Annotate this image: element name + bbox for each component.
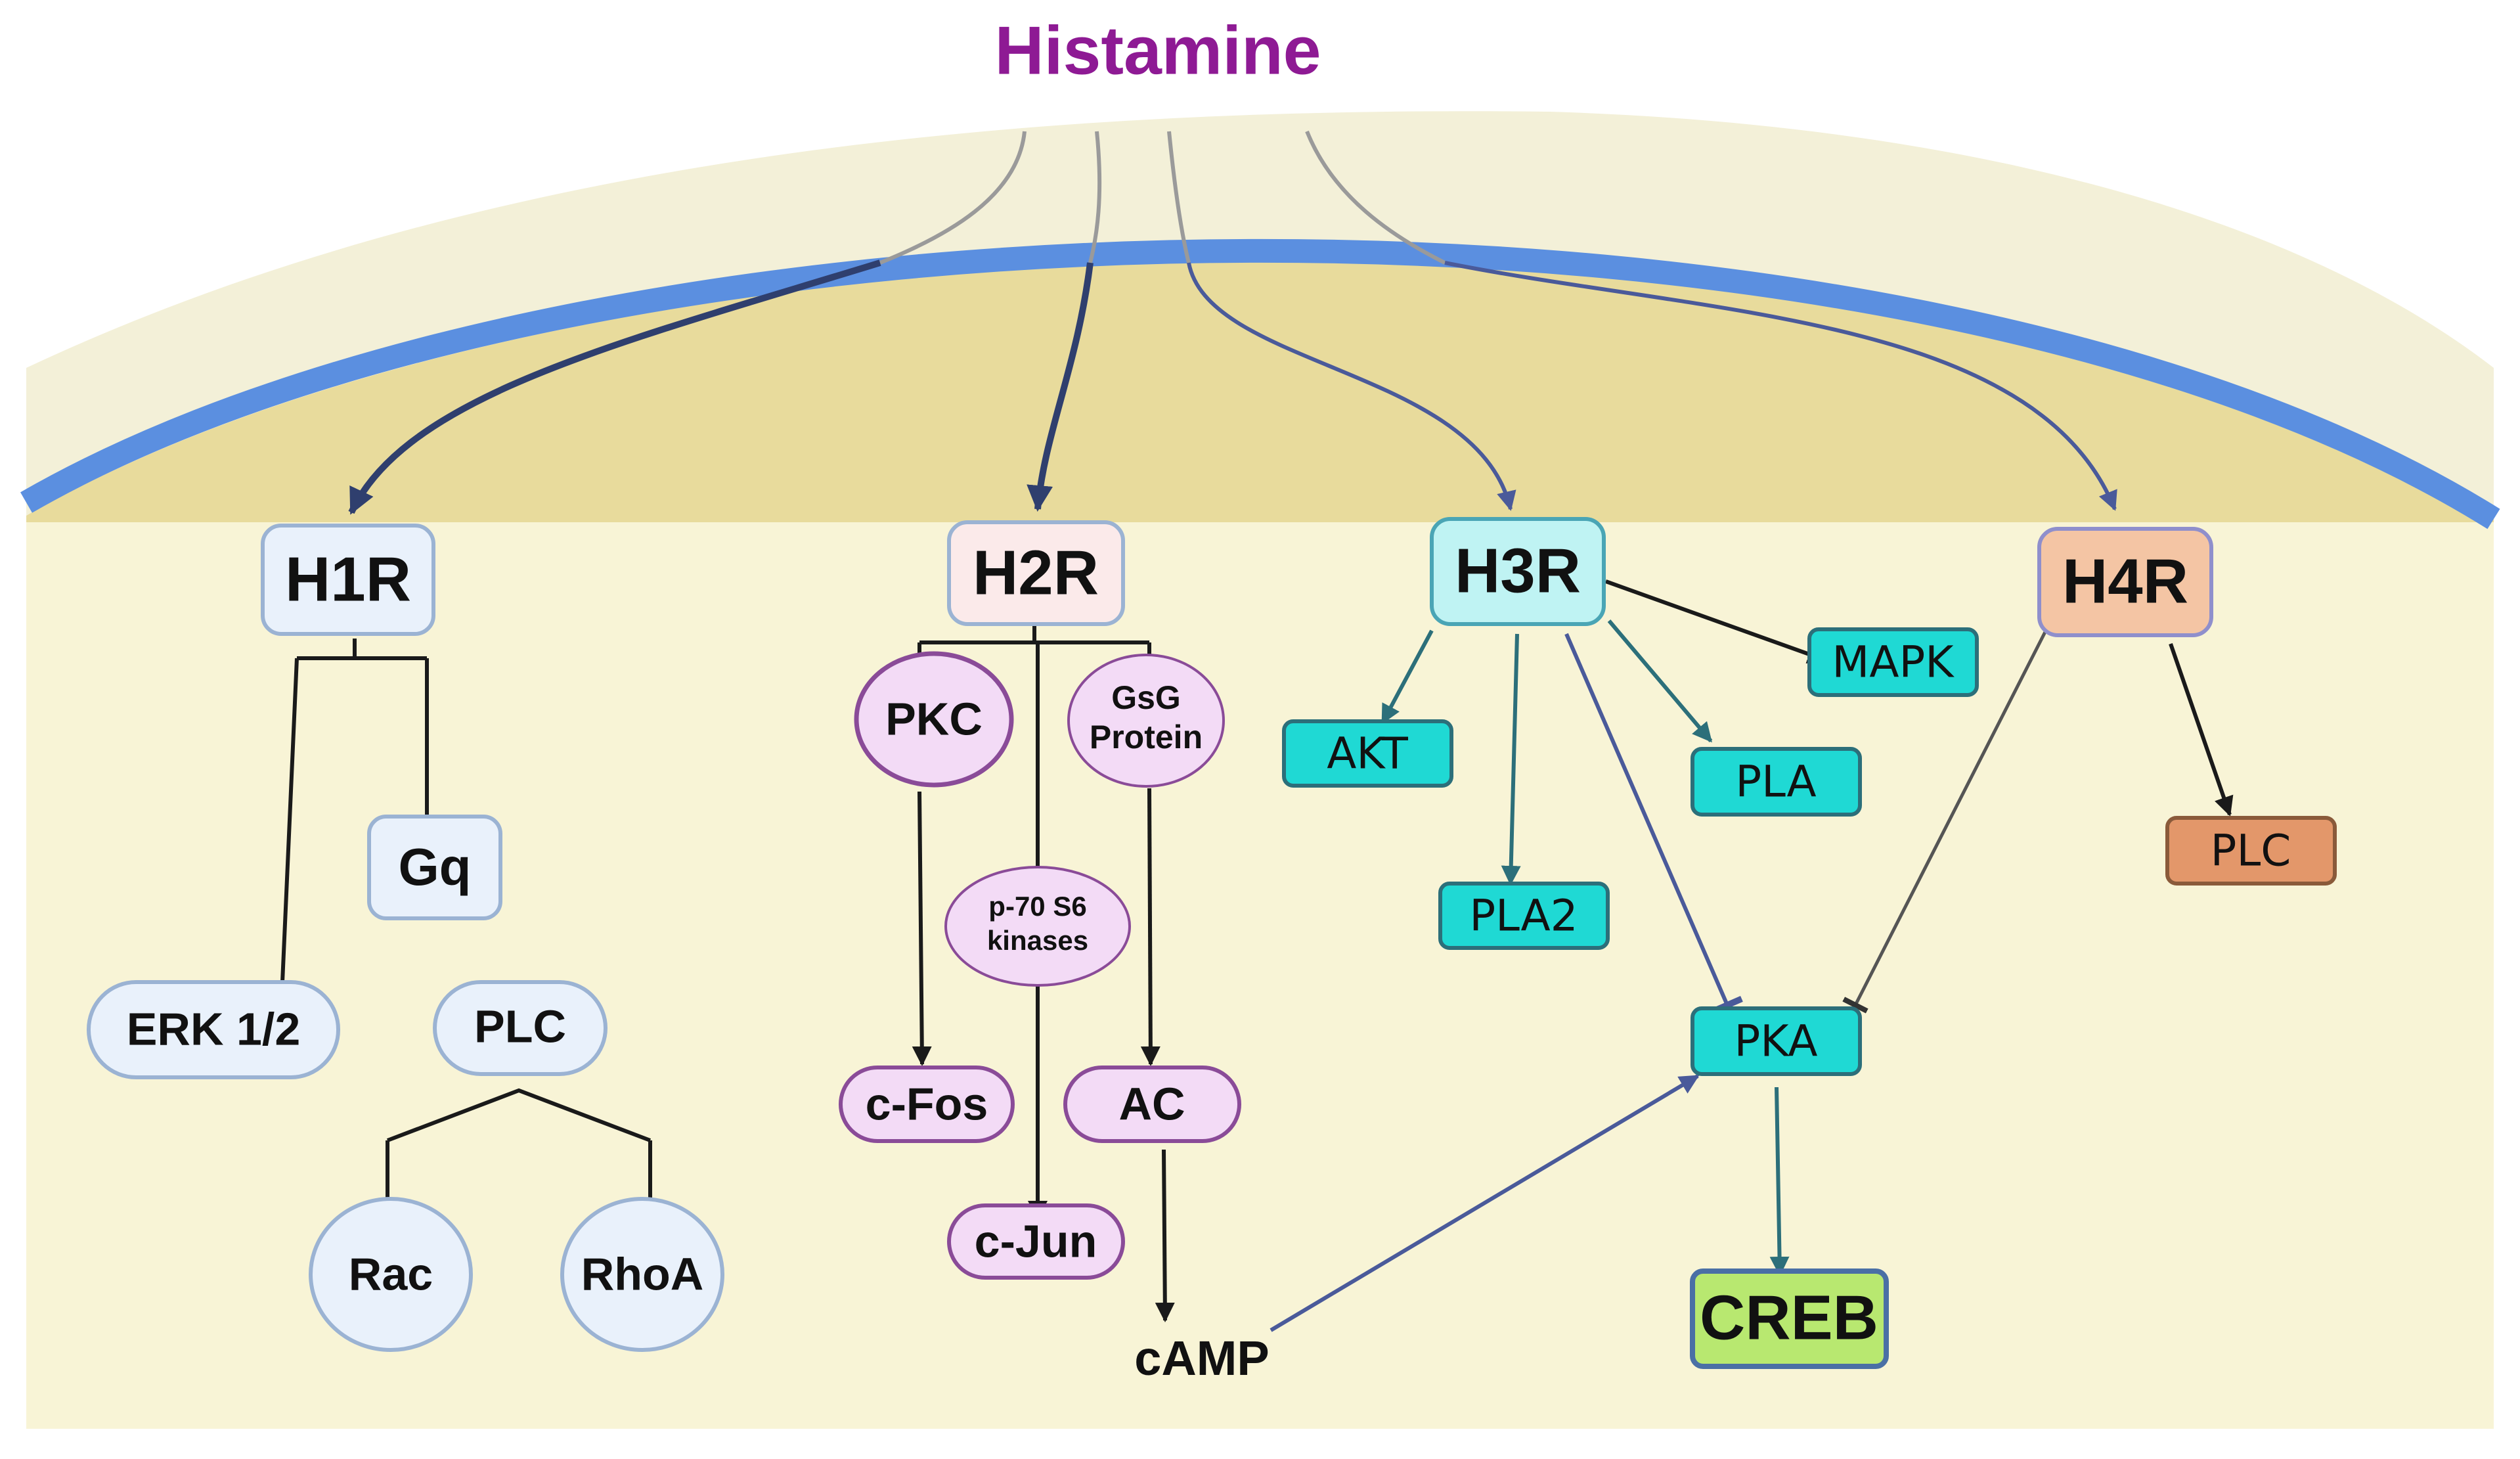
cjun-node xyxy=(947,1203,1125,1280)
gsg-node xyxy=(1067,654,1225,788)
arrow-to-h1r xyxy=(348,259,881,515)
plc-h1-label: PLC xyxy=(474,1000,566,1052)
histamine-title: Histamine xyxy=(994,12,1321,89)
rhoa-label: RhoA xyxy=(581,1248,704,1300)
cjun-label: c-Jun xyxy=(974,1215,1097,1267)
erk-node xyxy=(87,980,340,1079)
h3r-label: H3R xyxy=(1454,535,1581,606)
gsg-label-line2: Protein xyxy=(1089,718,1203,755)
cfos-node xyxy=(839,1066,1015,1143)
ligand-lines xyxy=(879,130,1446,265)
pkc-label: PKC xyxy=(885,693,983,745)
p70-label-line2: kinases xyxy=(986,924,1089,956)
h4r-label: H4R xyxy=(2062,546,2189,617)
rhoa-node xyxy=(560,1197,724,1352)
p70-label-line1: p-70 S6 xyxy=(988,890,1087,922)
gq-node xyxy=(367,815,502,920)
h1-connectors xyxy=(280,639,652,1199)
intermembrane-region xyxy=(26,259,2494,526)
h1r-node xyxy=(261,524,435,636)
ac-label: AC xyxy=(1118,1078,1185,1130)
creb-label: CREB xyxy=(1699,1282,1879,1353)
gq-label: Gq xyxy=(398,838,472,896)
mapk-node xyxy=(1807,627,1979,697)
camp-label: cAMP xyxy=(1134,1331,1270,1386)
arrow-to-h2r xyxy=(1027,262,1094,512)
plc-h4-node xyxy=(2165,816,2337,886)
h4r-node xyxy=(2037,527,2213,637)
h4-connectors xyxy=(1842,629,2234,1014)
h2r-label: H2R xyxy=(972,537,1099,608)
pla-label: PLA xyxy=(1735,756,1817,807)
cell-membrane xyxy=(20,238,2500,529)
h1r-label: H1R xyxy=(284,544,412,615)
mapk-label: MAPK xyxy=(1832,637,1954,688)
h3-connectors xyxy=(1270,579,1828,1332)
akt-label: AKT xyxy=(1327,728,1408,779)
rac-label: Rac xyxy=(348,1248,433,1300)
h3r-node xyxy=(1430,517,1606,626)
h2r-node xyxy=(947,520,1125,626)
arrow-to-h4r xyxy=(1444,261,2117,511)
plc-h1-node xyxy=(433,980,608,1076)
rac-node xyxy=(309,1197,473,1352)
pla2-node xyxy=(1438,882,1610,950)
erk-label: ERK 1/2 xyxy=(126,1003,301,1055)
plc-h4-label: PLC xyxy=(2210,825,2291,876)
p70-node xyxy=(944,866,1131,987)
gsg-label-line1: GsG xyxy=(1111,679,1181,716)
ac-node xyxy=(1063,1066,1241,1143)
pla2-label: PLA2 xyxy=(1469,890,1578,941)
h2-connectors xyxy=(912,621,1175,1322)
creb-node xyxy=(1690,1268,1889,1369)
pka-node xyxy=(1691,1006,1862,1076)
cfos-label: c-Fos xyxy=(865,1078,988,1130)
pkc-node xyxy=(854,651,1014,788)
akt-node xyxy=(1282,719,1453,788)
arrow-to-h3r xyxy=(1187,262,1516,511)
pka-label: PKA xyxy=(1734,1016,1818,1067)
pla-node xyxy=(1691,747,1862,817)
